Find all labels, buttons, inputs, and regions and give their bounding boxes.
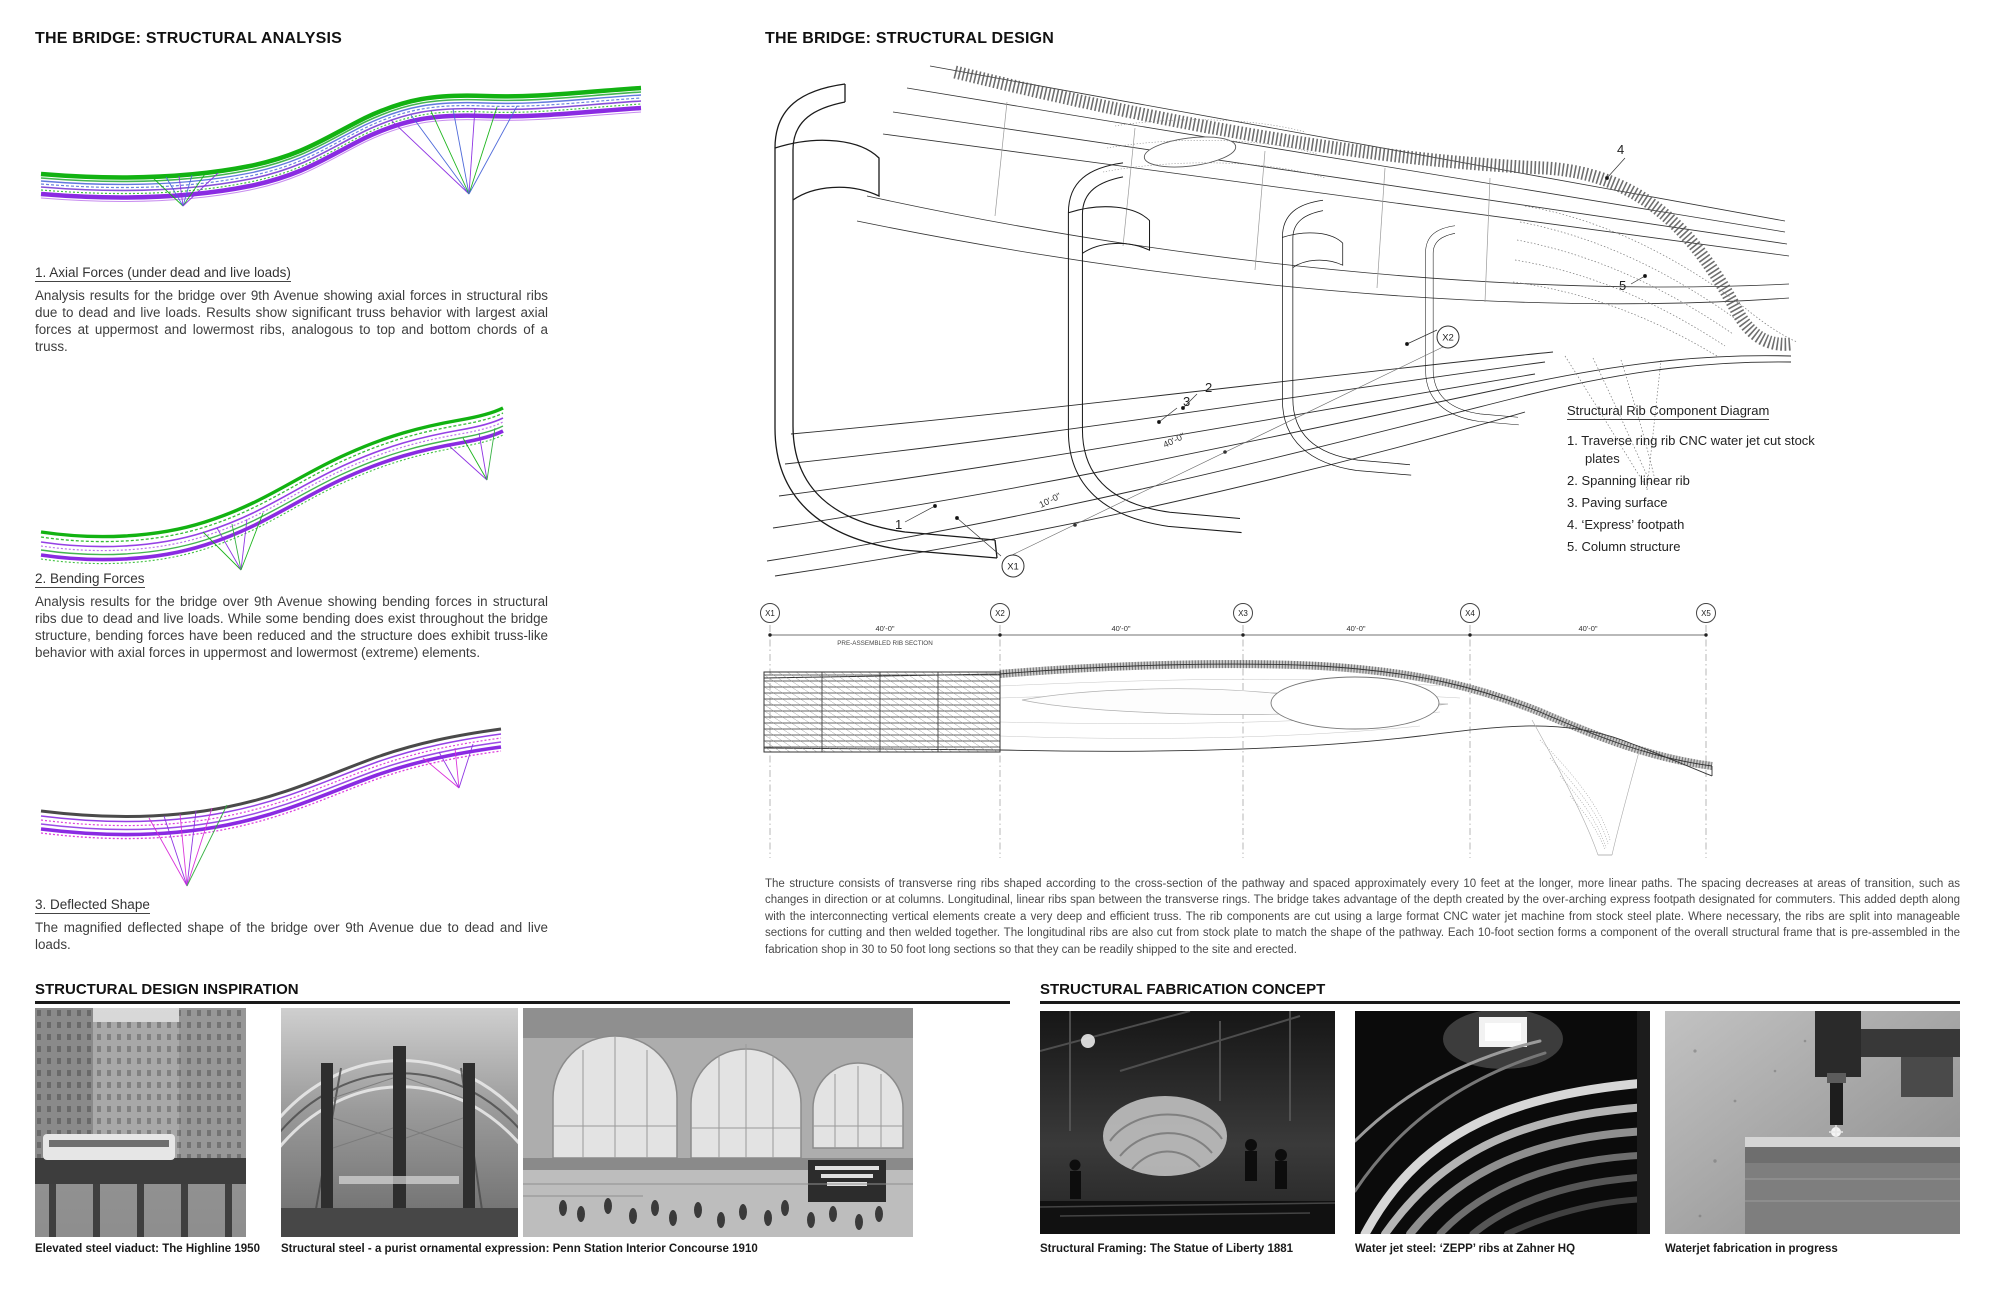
fabrication-rule: [1040, 1001, 1960, 1004]
bending-heading: 2. Bending Forces: [35, 571, 145, 588]
grid-bubble-x1: X1: [765, 609, 775, 618]
rib-legend-title: Structural Rib Component Diagram: [1567, 403, 1770, 420]
axial-heading: 1. Axial Forces (under dead and live loa…: [35, 265, 291, 282]
inspiration-title: STRUCTURAL DESIGN INSPIRATION: [35, 981, 299, 998]
iso-label-2: 2: [1205, 380, 1212, 395]
rib-legend-item: 2. Spanning linear rib: [1567, 472, 1690, 488]
grid-bubble-x4: X4: [1465, 609, 1475, 618]
deflected-paragraph: The magnified deflected shape of the bri…: [35, 920, 548, 952]
axial-paragraph: Analysis results for the bridge over 9th…: [35, 288, 548, 354]
rib-component-legend: Structural Rib Component Diagram 1. Trav…: [1567, 403, 1835, 556]
mesh-surface: [1512, 205, 1798, 491]
iso-grid-x1: X1: [1001, 554, 1025, 578]
span-dim: 40'-0": [1111, 624, 1130, 633]
caption-penn-station: Structural steel - a purist ornamental e…: [281, 1243, 758, 1255]
photo-zepp-ribs: [1355, 1011, 1650, 1234]
footpath-oval-opening: [1143, 136, 1237, 168]
photo-waterjet: [1665, 1011, 1960, 1234]
caption-statue: Structural Framing: The Statue of Libert…: [1040, 1243, 1294, 1255]
preassembled-rib-section: [763, 671, 1001, 753]
grid-bubble-x3: X3: [1238, 609, 1248, 618]
photo-statue-framing: [1040, 1011, 1335, 1234]
analysis-title: THE BRIDGE: STRUCTURAL ANALYSIS: [35, 30, 342, 47]
deflected-heading: 3. Deflected Shape: [35, 897, 150, 914]
span-dim: 40'-0": [1578, 624, 1597, 633]
elevation-grid-bubbles: X1 X2 X3 X4 X5: [760, 603, 1716, 623]
grid-bubble-x2: X2: [995, 609, 1005, 618]
iso-label-4: 4: [1617, 142, 1624, 157]
caption-waterjet: Waterjet fabrication in progress: [1665, 1243, 1838, 1255]
caption-highline: Elevated steel viaduct: The Highline 195…: [35, 1243, 260, 1255]
grid-bubble-x5: X5: [1701, 609, 1711, 618]
elevation-column: [1531, 719, 1641, 856]
figure-axial-forces: [35, 74, 647, 210]
elevation-drawing: X1 X2 X3 X4 X5 40'-0" 40'-0" 40'-0" 40'-…: [760, 600, 1720, 870]
svg-text:X1: X1: [1007, 562, 1019, 573]
isometric-drawing: 1 2 3 4 5 10'-0" 40'-0" X1: [745, 56, 1805, 604]
design-title: THE BRIDGE: STRUCTURAL DESIGN: [765, 30, 1055, 47]
iso-dim-40: 40'-0": [1161, 431, 1186, 450]
span-dim: 40'-0": [875, 624, 894, 633]
rib-legend-item: 4. ‘Express’ footpath: [1567, 516, 1685, 532]
elevation-oval-opening: [1270, 676, 1440, 730]
figure-deflected-shape: [35, 688, 510, 890]
iso-label-1: 1: [895, 517, 902, 532]
rib-legend-item: 5. Column structure: [1567, 538, 1681, 554]
span-dim: 40'-0": [1346, 624, 1365, 633]
figure-bending-forces: [35, 382, 510, 574]
rib-legend-item: 1. Traverse ring rib CNC water jet cut s…: [1567, 433, 1815, 466]
preassembled-note: PRE-ASSEMBLED RIB SECTION: [837, 640, 933, 647]
iso-label-5: 5: [1619, 278, 1626, 293]
design-paragraph: The structure consists of transverse rin…: [765, 878, 1960, 956]
iso-grid-x2: X2: [1436, 325, 1460, 349]
photo-highline: [35, 1008, 246, 1237]
rib-legend-item: 3. Paving surface: [1567, 494, 1668, 510]
inspiration-rule: [35, 1001, 1010, 1004]
caption-zepp: Water jet steel: ‘ZEPP’ ribs at Zahner H…: [1355, 1243, 1576, 1255]
iso-label-3: 3: [1183, 394, 1190, 409]
photo-penn-concourse: [523, 1008, 913, 1237]
bending-paragraph: Analysis results for the bridge over 9th…: [35, 594, 548, 660]
fabrication-title: STRUCTURAL FABRICATION CONCEPT: [1040, 981, 1326, 998]
svg-text:X2: X2: [1442, 333, 1454, 344]
photo-penn-interior: [281, 1008, 518, 1237]
ring-ribs: [774, 83, 1519, 559]
